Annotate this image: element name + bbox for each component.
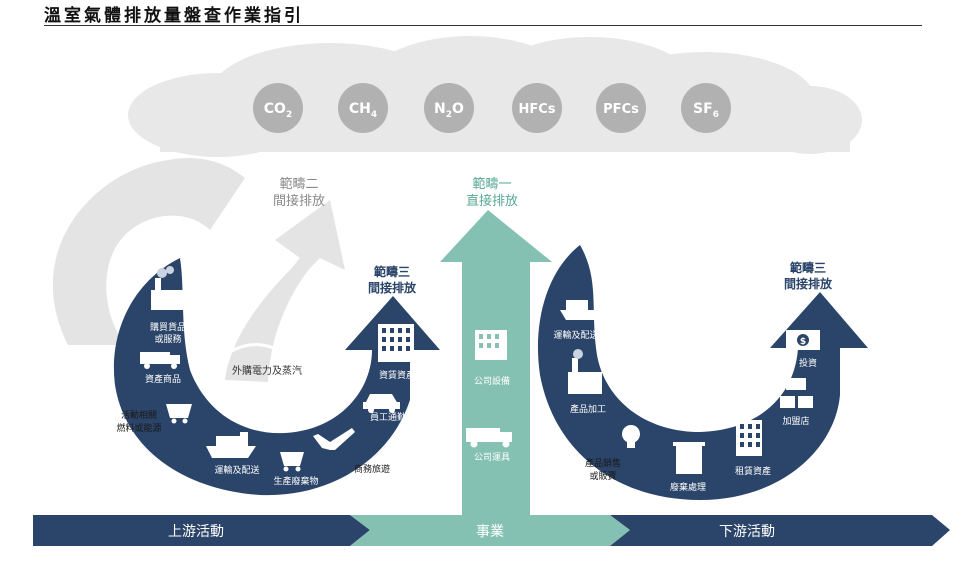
use-sold-label-line1: 產品銷售 [585, 457, 621, 469]
scope3-up-label-line1: 範疇三 [374, 264, 410, 279]
scope3-down-label-line2: 間接排放 [784, 276, 833, 291]
svg-text:CH4: CH4 [349, 101, 377, 120]
gas-badge-hfcs: HFCs [512, 83, 562, 133]
gas-badge-co2: CO2 [253, 83, 303, 133]
scope1-teal-arrow [440, 210, 552, 520]
recycle-bin-icon [673, 442, 705, 474]
use-sold-label-line2: 或販賣 [589, 470, 616, 482]
money-icon: $ [786, 330, 820, 350]
scope1-label-line2: 直接排放 [466, 193, 518, 209]
svg-text:CO2: CO2 [264, 101, 292, 120]
fuel-energy-label-line2: 燃料或能源 [116, 422, 161, 434]
franchises-label: 加盟店 [782, 415, 809, 427]
airplane-icon [313, 428, 355, 450]
fuel-energy-label-line1: 活動相關 [121, 409, 157, 421]
downstream-label: 下游活動 [719, 524, 775, 540]
bottom-flow-bar [33, 515, 950, 546]
cloud-group [128, 36, 862, 157]
building-icon [378, 324, 414, 362]
purchased-electricity-label: 外購電力及蒸汽 [232, 364, 302, 377]
capital-goods-label: 資產商品 [145, 373, 181, 385]
svg-text:PFCs: PFCs [603, 102, 639, 117]
upstream-label: 上游活動 [168, 524, 224, 540]
svg-text:HFCs: HFCs [518, 102, 555, 117]
purchased-goods-label-line1: 購買貨品 [150, 321, 186, 333]
gas-badge-sf6: SF6 [681, 83, 731, 133]
company-facilities-label: 公司設備 [474, 375, 510, 387]
company-building-icon [475, 330, 507, 360]
store-icon [780, 378, 813, 408]
company-label: 事業 [476, 524, 504, 540]
waste-cart-icon [280, 452, 304, 472]
waste-label: 生產廢棄物 [273, 475, 318, 487]
scope1-label-line1: 範疇一 [472, 177, 511, 192]
down-factory-icon [568, 349, 602, 394]
svg-text:SF6: SF6 [693, 101, 719, 120]
scope2-label-line1: 範疇二 [279, 177, 318, 192]
page-title: 溫室氣體排放量盤查作業指引 [44, 6, 304, 26]
plug-icon [229, 342, 298, 360]
company-truck-icon [466, 428, 512, 448]
up-leased-assets-label: 資賃資產 [379, 369, 415, 381]
company-vehicles-label: 公司運具 [474, 452, 510, 463]
gas-badge-ch4: CH4 [338, 83, 388, 133]
lightbulb-icon [622, 425, 640, 448]
svg-text:$: $ [800, 337, 806, 347]
scope2-gray-arrow [52, 157, 345, 382]
scope3-up-label-line2: 間接排放 [368, 280, 417, 295]
factory-icon [151, 266, 185, 310]
down-ship-icon [560, 300, 600, 320]
investments-label: 投資 [799, 357, 817, 369]
up-transport-label: 運輸及配送 [214, 464, 259, 476]
down-transport-label: 運輸及配送 [553, 329, 598, 341]
car-icon [363, 394, 400, 413]
scope3-down-label-line1: 範疇三 [790, 260, 826, 275]
truck-icon [140, 352, 180, 369]
scope2-label-line2: 間接排放 [273, 193, 325, 209]
header: 溫室氣體排放量盤查作業指引 [44, 0, 922, 26]
processing-label: 產品加工 [570, 403, 606, 415]
gas-badge-n2o: N2O [424, 83, 474, 133]
purchased-goods-label-line2: 或服務 [154, 333, 181, 345]
commuting-label: 員工通勤 [370, 411, 406, 423]
coal-cart-icon [166, 404, 192, 424]
end-of-life-label: 廢棄處理 [670, 481, 706, 493]
svg-text:N2O: N2O [434, 101, 464, 120]
gas-badge-pfcs: PFCs [596, 83, 646, 133]
upstream-u-arrow [113, 258, 440, 496]
downstream-u-arrow [537, 245, 868, 500]
down-building-icon [736, 420, 762, 456]
down-leased-assets-label: 租賃資產 [735, 465, 771, 477]
ship-icon [206, 432, 256, 458]
business-travel-label: 商務旅遊 [354, 463, 390, 475]
